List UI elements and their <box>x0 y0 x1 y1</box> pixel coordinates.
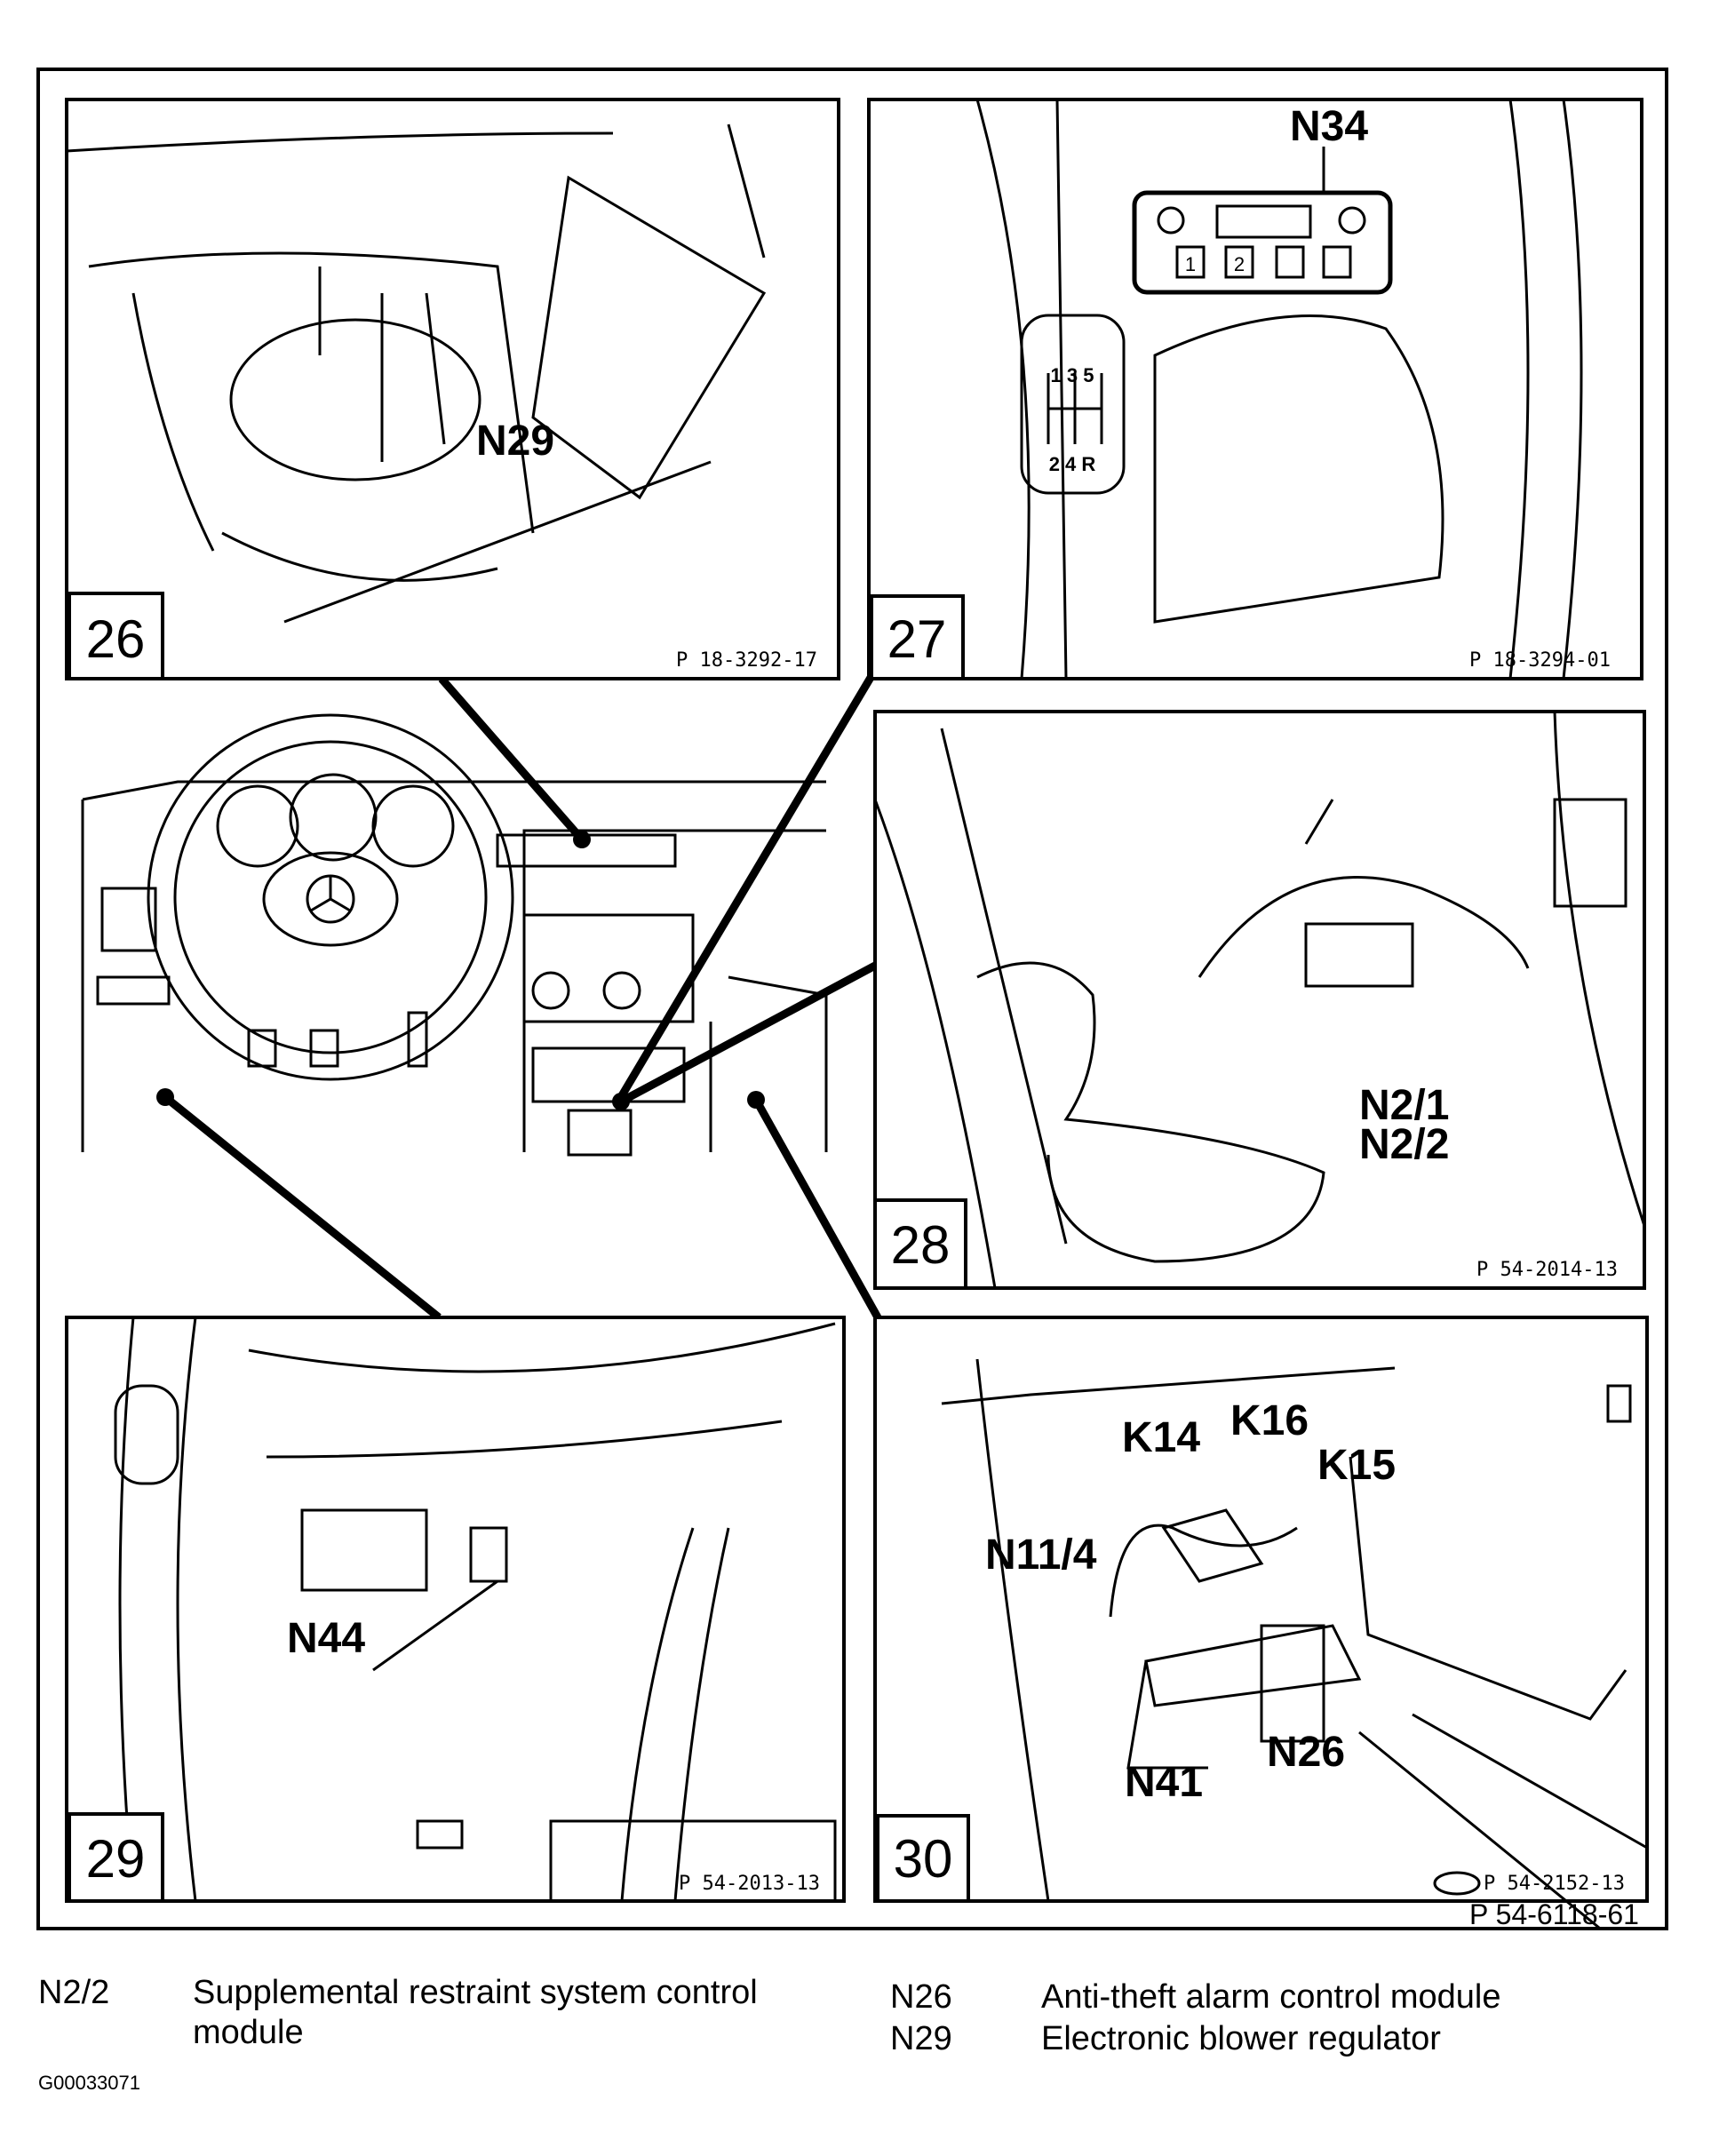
legend-code: N29 <box>890 2020 952 2057</box>
module-n26 <box>1260 1624 1325 1743</box>
module-n2 <box>1304 922 1414 988</box>
callout-k14: K14 <box>1122 1414 1200 1461</box>
legend-description: Anti-theft alarm control module <box>1041 1978 1500 2016</box>
legend-description: module <box>193 2014 304 2051</box>
image-id: G00033071 <box>38 2072 140 2094</box>
legend-code: N26 <box>890 1978 952 2016</box>
panel-28-artwork <box>873 711 1646 1289</box>
location-dot-27-28 <box>612 1093 630 1110</box>
svg-text:2: 2 <box>1234 253 1245 275</box>
leader-lines <box>163 673 881 1321</box>
panel-30: K14 K16 K15 N11/4 N41 N26 30 P 54-2152-1… <box>873 1316 1649 1929</box>
legend-code: N2/2 <box>38 1974 109 2011</box>
callout-n44: N44 <box>287 1615 365 1662</box>
callout-n26: N26 <box>1267 1729 1345 1776</box>
panel-26: 26 P 18-3292-17 N29 <box>65 98 840 680</box>
panel-number: 27 <box>887 609 947 669</box>
dashboard-overview <box>81 713 828 1157</box>
callout-n34: N34 <box>1290 103 1368 150</box>
panel-number: 26 <box>86 609 146 669</box>
panel-ref: P 54-2013-13 <box>679 1873 820 1895</box>
panel-number: 29 <box>86 1829 146 1889</box>
panel-number: 28 <box>891 1215 951 1275</box>
leader-line-27 <box>615 673 875 1104</box>
button-2 <box>1224 245 1254 279</box>
callout-n2-1: N2/1 <box>1359 1082 1449 1129</box>
panel-ref: P 54-2014-13 <box>1476 1259 1618 1281</box>
panel-26-artwork <box>66 123 767 624</box>
leader-line-30 <box>752 1097 881 1320</box>
panel-29: N44 29 P 54-2013-13 <box>65 1316 846 1903</box>
callout-n11-4: N11/4 <box>985 1531 1097 1579</box>
display <box>1215 204 1312 239</box>
panel-ref: P 18-3292-17 <box>676 649 817 672</box>
control-module-n34 <box>1132 190 1393 295</box>
legend-description: Electronic blower regulator <box>1041 2020 1441 2057</box>
right-arrow-button-icon <box>1338 206 1366 235</box>
panel-28: N2/1 N2/2 28 P 54-2014-13 <box>873 710 1646 1290</box>
panel-27: 1 2 1 3 5 2 4 R N34 27 P 18-3294-01 <box>867 98 1643 680</box>
steering-wheel <box>147 713 514 1081</box>
panel-ref: P 54-2152-13 <box>1484 1873 1625 1895</box>
legend-description: Supplemental restraint system control <box>193 1974 758 2011</box>
location-dot-26 <box>573 831 591 848</box>
panel-ref: P 18-3294-01 <box>1469 649 1611 672</box>
callout-n2-2: N2/2 <box>1359 1121 1449 1168</box>
button-1 <box>1175 245 1206 279</box>
timer-button-icon <box>1275 245 1305 279</box>
panel-number: 30 <box>894 1829 953 1889</box>
leader-line-26 <box>438 676 585 842</box>
callout-n29: N29 <box>476 418 554 465</box>
callout-n41: N41 <box>1125 1759 1203 1806</box>
leader-line-28 <box>618 962 878 1105</box>
location-dot-29 <box>156 1088 174 1106</box>
shift-pattern-bottom: 2 4 R <box>1049 453 1096 475</box>
leader-line-29 <box>163 1094 442 1321</box>
panel-30-artwork <box>941 1358 1648 1929</box>
outer-frame <box>36 68 1668 1930</box>
panel-27-artwork <box>975 99 1583 680</box>
figure-ref: P 54-6118-61 <box>1469 1898 1639 1930</box>
shift-pattern-top: 1 3 5 <box>1051 364 1094 386</box>
svg-text:1: 1 <box>1185 253 1196 275</box>
heater-button-icon <box>1322 245 1352 279</box>
legend: N2/2 Supplemental restraint system contr… <box>38 1974 1500 2057</box>
location-dot-30 <box>747 1091 765 1109</box>
callout-k15: K15 <box>1317 1442 1396 1489</box>
callout-k16: K16 <box>1230 1397 1309 1444</box>
left-arrow-button-icon <box>1157 206 1185 235</box>
gear-knob <box>1020 314 1126 495</box>
module-n44 <box>469 1526 508 1583</box>
